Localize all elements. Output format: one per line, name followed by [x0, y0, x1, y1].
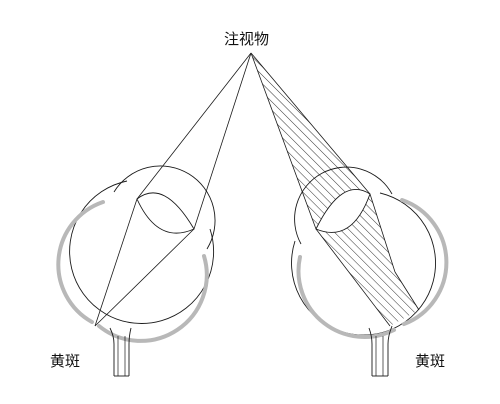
fixation-object-label: 注视物 [224, 30, 270, 48]
right-macula-label: 黄斑 [415, 352, 446, 370]
right-eye-rays [250, 52, 420, 327]
right-cornea [294, 166, 393, 245]
right-eye [250, 52, 449, 377]
right-retina [296, 198, 449, 339]
left-optic-nerve [109, 327, 132, 377]
right-optic-nerve [368, 325, 393, 377]
right-hatched-region [251, 53, 419, 326]
left-retina [56, 200, 209, 343]
left-cornea [113, 165, 216, 250]
left-lens [136, 192, 195, 234]
left-eye-rays [94, 52, 252, 327]
right-eyeball [291, 192, 436, 336]
left-macula-label: 黄斑 [50, 352, 81, 370]
left-eye [56, 52, 252, 377]
